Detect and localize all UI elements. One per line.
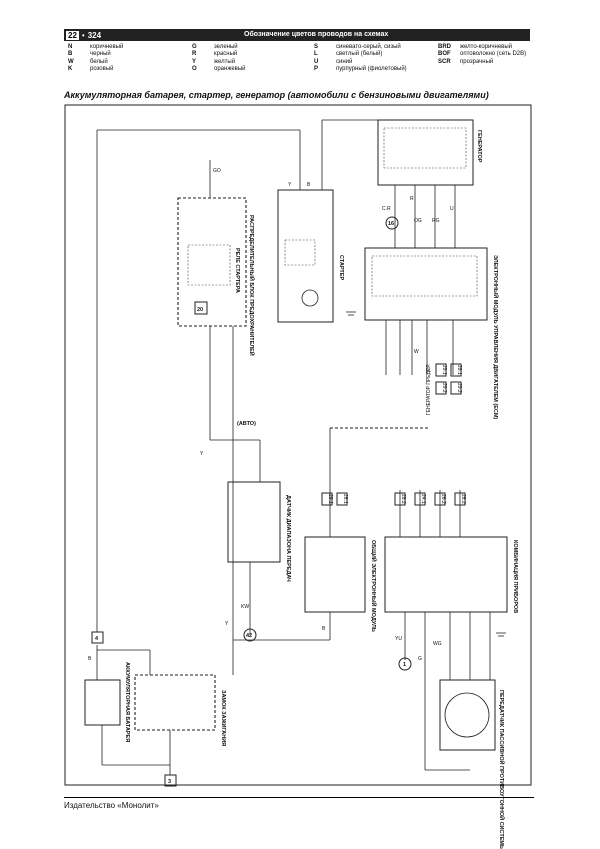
svg-text:28.2: 28.2 — [460, 494, 466, 504]
page-subnumber: 324 — [87, 30, 102, 40]
svg-text:29.1: 29.1 — [456, 365, 462, 375]
svg-text:GO: GO — [213, 168, 221, 174]
page-number-block: 22 • 324 — [64, 29, 101, 41]
svg-text:Y: Y — [288, 182, 292, 188]
svg-text:C.R: C.R — [382, 206, 391, 212]
gem-label: ОБЩИЙ ЭЛЕКТРОННЫЙ МОДУЛЬ — [370, 540, 378, 632]
wire-labels: Y B GO R U OG RG C.R W YU WG G B Y KW Y … — [88, 168, 454, 662]
starter-relay-box — [187, 244, 231, 286]
antitheft-transmitter: ПЕРЕДАТЧИК ПАССИВНОЙ ПРОТИВОУГОННОЙ СИСТ… — [439, 679, 506, 849]
svg-text:26.2: 26.2 — [440, 494, 446, 504]
starter: СТАРТЕР — [277, 189, 344, 323]
starter-label: СТАРТЕР — [338, 255, 344, 280]
ignition-label: ЗАМОК ЗАЖИГАНИЯ — [220, 690, 226, 746]
gem: ОБЩИЙ ЭЛЕКТРОННЫЙ МОДУЛЬ — [304, 536, 378, 632]
battery: АККУМУЛЯТОРНАЯ БАТАРЕЯ — [84, 662, 130, 742]
ecm-label: ЭЛЕКТРОННЫЙ МОДУЛЬ УПРАВЛЕНИЯ ДВИГАТЕЛЕМ… — [492, 255, 500, 419]
fuse-box: РАСПРЕДЕЛИТЕЛЬНЫЙ БЛОК ПРЕДОХРАНИТЕЛЕЙ Р… — [177, 197, 256, 356]
range-sensor-label: ДАТЧИК ДИАПАЗОНА ПЕРЕДАЧ — [285, 495, 291, 582]
starter-motor-symbol — [301, 289, 319, 307]
connector-42: 42 — [246, 633, 252, 639]
diagram-frame — [64, 104, 532, 786]
wires — [96, 119, 491, 775]
antitheft-label: ПЕРЕДАТЧИК ПАССИВНОЙ ПРОТИВОУГОННОЙ СИСТ… — [498, 690, 506, 849]
diagram-title: Аккумуляторная батарея, стартер, генерат… — [64, 90, 489, 100]
svg-text:29.2: 29.2 — [441, 383, 447, 393]
svg-text:Y: Y — [225, 621, 229, 627]
page-number-separator: • — [81, 30, 85, 40]
starter-relay-label: РЕЛЕ СТАРТЕРА — [234, 248, 240, 293]
battery-label: АККУМУЛЯТОРНАЯ БАТАРЕЯ — [124, 662, 130, 742]
ecm: ЭЛЕКТРОННЫЙ МОДУЛЬ УПРАВЛЕНИЯ ДВИГАТЕЛЕМ… — [364, 216, 500, 419]
ignition-switch: ЗАМОК ЗАЖИГАНИЯ — [134, 674, 226, 746]
svg-text:Y: Y — [200, 451, 204, 457]
svg-text:B: B — [307, 182, 311, 188]
footer-rule — [64, 797, 534, 798]
svg-text:B: B — [88, 656, 92, 662]
svg-text:KW: KW — [241, 604, 249, 610]
svg-text:28.1: 28.1 — [342, 494, 348, 504]
svg-text:29.2: 29.2 — [456, 383, 462, 393]
svg-text:WG: WG — [433, 641, 442, 647]
connector-markers: 4 3 42 1 — [91, 628, 412, 787]
svg-text:YU: YU — [395, 636, 402, 642]
connector-20: 20 — [197, 307, 203, 313]
svg-text:B: B — [322, 626, 326, 632]
connector-4: 4 — [95, 636, 99, 642]
svg-text:RG: RG — [432, 218, 440, 224]
svg-text:U: U — [450, 206, 454, 212]
page-header: 22 • 324 Обозначение цветов проводов на … — [64, 29, 530, 41]
svg-text:29.1: 29.1 — [327, 494, 333, 504]
connector-3: 3 — [168, 779, 171, 785]
svg-text:OG: OG — [414, 218, 422, 224]
connector-1: 1 — [403, 662, 406, 668]
ground-symbols — [346, 311, 506, 637]
svg-text:24.1: 24.1 — [420, 494, 426, 504]
svg-text:W: W — [414, 349, 419, 355]
instrument-cluster: КОМБИНАЦИЯ ПРИБОРОВ — [384, 536, 518, 613]
svg-text:G: G — [418, 656, 422, 662]
generator-note: ГЕНЕРАТОР ПРЕДЕР. — [426, 364, 432, 415]
splice-tags-ecm: 29.1 29.1 29.2 29.2 — [435, 363, 462, 395]
header-title: Обозначение цветов проводов на схемах — [244, 31, 389, 38]
auto-note: (АВТО) — [237, 421, 256, 427]
connector-16: 16 — [388, 221, 394, 227]
svg-text:R: R — [410, 196, 414, 202]
fuse-box-label: РАСПРЕДЕЛИТЕЛЬНЫЙ БЛОК ПРЕДОХРАНИТЕЛЕЙ — [248, 215, 256, 356]
svg-text:28.2: 28.2 — [400, 494, 406, 504]
footer-publisher: Издательство «Монолит» — [64, 801, 159, 810]
generator: ГЕНЕРАТОР — [377, 119, 482, 215]
antenna-coil-symbol — [444, 692, 490, 738]
splice-tags-bus: 29.1 28.1 28.2 24.1 26.2 28.2 — [321, 492, 466, 506]
generator-label: ГЕНЕРАТОР — [476, 130, 482, 163]
svg-text:29.1: 29.1 — [441, 365, 447, 375]
page-number: 22 — [66, 30, 79, 40]
cluster-label: КОМБИНАЦИЯ ПРИБОРОВ — [512, 540, 518, 613]
range-sensor: ДАТЧИК ДИАПАЗОНА ПЕРЕДАЧ (АВТО) — [227, 421, 291, 582]
